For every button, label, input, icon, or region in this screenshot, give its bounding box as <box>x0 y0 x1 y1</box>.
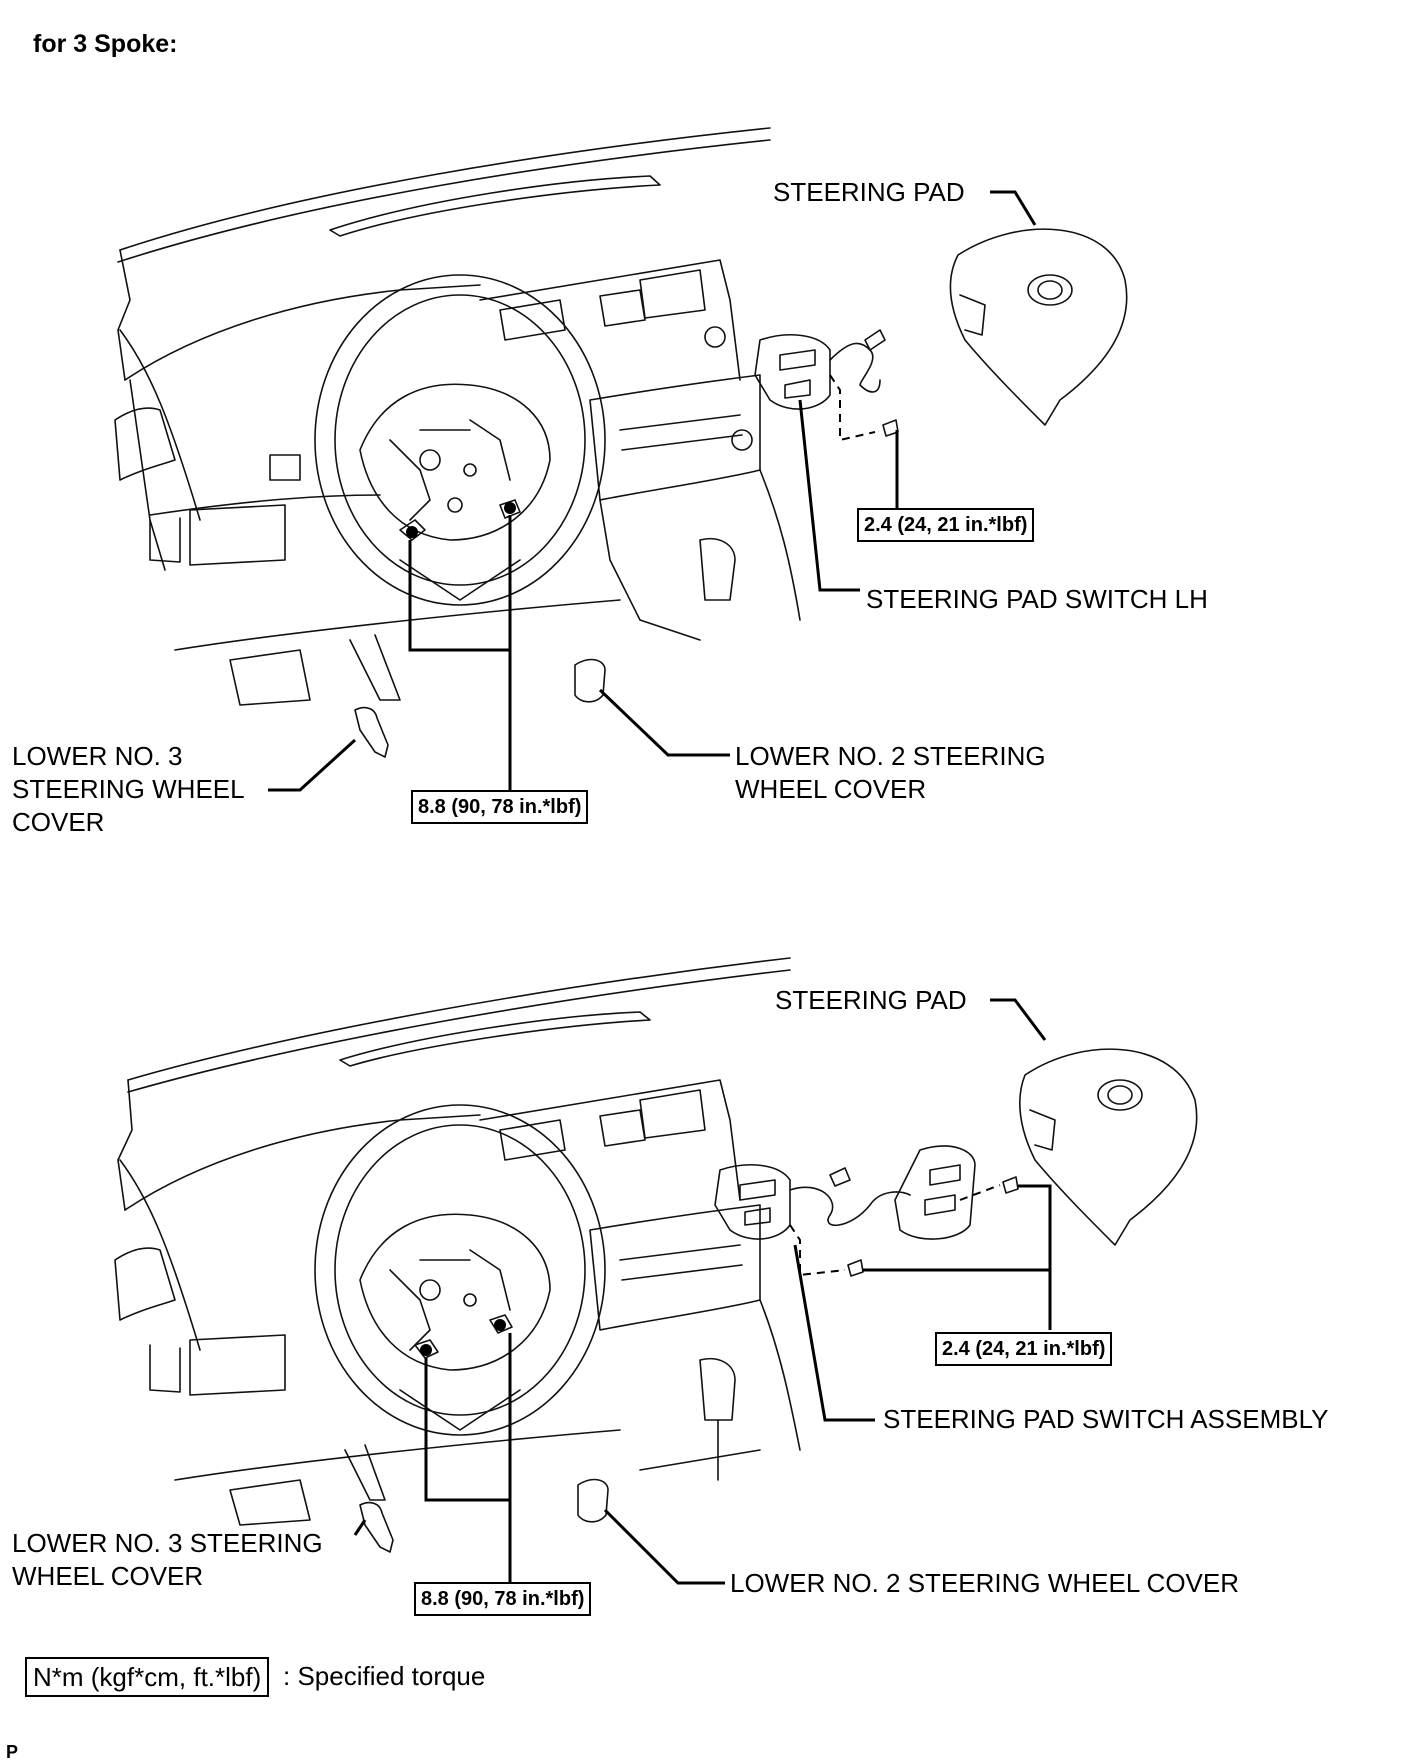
lower-no3-label-2-line2: WHEEL COVER <box>12 1561 204 1591</box>
switch-leader-2 <box>793 1244 875 1422</box>
lower-no2-label-2: LOWER NO. 2 STEERING WHEEL COVER <box>730 1568 1240 1598</box>
page-heading: for 3 Spoke: <box>33 30 178 58</box>
bolts-lower-1 <box>399 499 521 795</box>
lower-no3-label-2-line1: LOWER NO. 3 STEERING <box>12 1528 323 1558</box>
torque-large-label-2: 8.8 (90, 78 in.*lbf) <box>414 1582 592 1616</box>
steering-wheel-1 <box>314 274 606 606</box>
steering-pad-2 <box>1019 1048 1198 1246</box>
screws-2 <box>847 1176 1052 1330</box>
lower-no3-label-1-line2: STEERING WHEEL <box>12 774 245 804</box>
steering-pad-label-1: STEERING PAD <box>773 177 965 207</box>
torque-large-label-1: 8.8 (90, 78 in.*lbf) <box>411 790 589 824</box>
torque-small-label-1: 2.4 (24, 21 in.*lbf) <box>857 508 1035 542</box>
dashboard-outline-1 <box>114 127 801 706</box>
lower-cover-2-part-1 <box>574 658 730 757</box>
steering-pad-1 <box>949 228 1128 426</box>
steering-pad-switch-assembly-2 <box>714 1145 1001 1277</box>
legend-text: : Specified torque <box>283 1661 486 1691</box>
switch-label-2: STEERING PAD SWITCH ASSEMBLY <box>883 1404 1329 1434</box>
steering-wheel-2 <box>314 1104 606 1436</box>
lower-cover-3-part-1 <box>268 706 389 792</box>
pad-leader-1 <box>990 190 1037 226</box>
pad-leader-2 <box>990 998 1047 1041</box>
steering-pad-switch-lh-1 <box>754 329 886 442</box>
lower-no2-label-1-line1: LOWER NO. 2 STEERING <box>735 741 1046 771</box>
bolts-lower-2 <box>414 1314 513 1583</box>
lower-no3-label-1-line3: COVER <box>12 807 105 837</box>
legend-torque-box: N*m (kgf*cm, ft.*lbf) <box>25 1657 270 1697</box>
lower-no3-label-1-line1: LOWER NO. 3 <box>12 741 183 771</box>
lower-no2-label-1-line2: WHEEL COVER <box>735 774 927 804</box>
torque-small-label-2: 2.4 (24, 21 in.*lbf) <box>935 1332 1113 1366</box>
lower-cover-2-part-2 <box>577 1478 725 1585</box>
lower-cover-3-part-2 <box>353 1501 394 1553</box>
steering-pad-label-2: STEERING PAD <box>775 985 967 1015</box>
switch-label-1: STEERING PAD SWITCH LH <box>866 584 1208 614</box>
switch-leader-1 <box>798 399 860 592</box>
footer-mark: P <box>6 1742 19 1762</box>
screw-1 <box>882 419 899 508</box>
dashboard-outline-2 <box>114 957 801 1526</box>
